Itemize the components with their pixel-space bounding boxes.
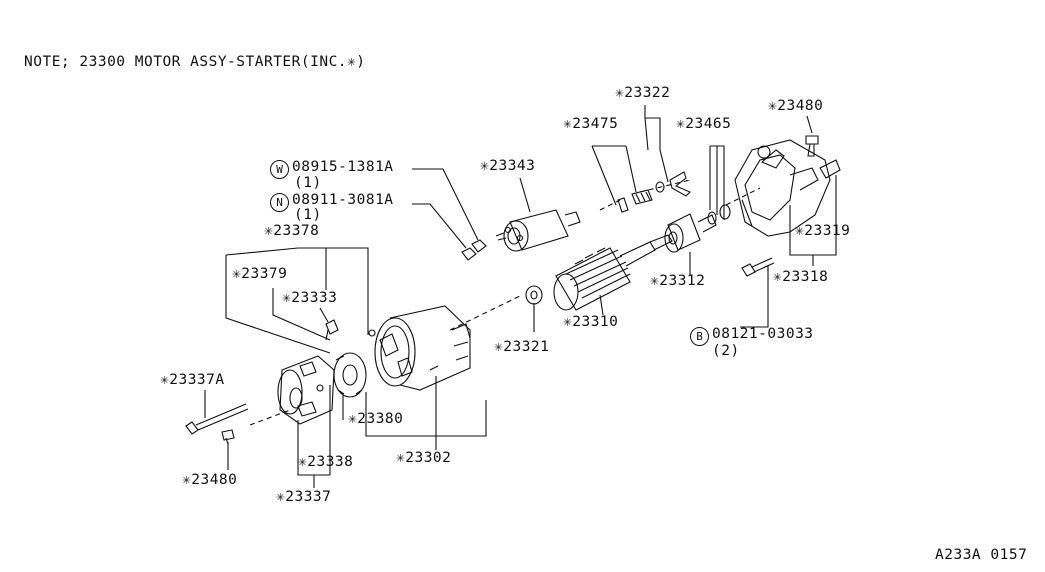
nut-washer-parts	[461, 239, 487, 261]
washer-part	[525, 285, 543, 305]
yoke-part	[368, 305, 471, 391]
label-23321: ✳23321	[494, 339, 550, 355]
w-code-circle: W	[270, 160, 289, 179]
label-b-qty: (2)	[712, 343, 740, 359]
pinion-clutch-part	[664, 204, 731, 253]
label-23338: ✳23338	[298, 454, 354, 470]
diagram-code: A233A 0157	[935, 547, 1028, 563]
long-bolt-part	[185, 403, 249, 435]
label-23480-top: ✳23480	[768, 98, 824, 114]
label-23343: ✳23343	[480, 158, 536, 174]
w-part-number: 08915-1381A	[292, 159, 394, 175]
label-23312: ✳23312	[650, 273, 706, 289]
label-23333: ✳23333	[282, 290, 338, 306]
solenoid-switch-part	[495, 209, 581, 252]
b-part-number: 08121-03033	[712, 326, 814, 342]
label-23319: ✳23319	[795, 223, 851, 239]
label-23337: ✳23337	[276, 489, 332, 505]
label-23310: ✳23310	[563, 314, 619, 330]
label-23378: ✳23378	[264, 223, 320, 239]
b-code-circle: B	[690, 327, 709, 346]
plunger-parts	[617, 171, 691, 213]
note-text: NOTE; 23300 MOTOR ASSY-STARTER(INC.✳)	[24, 54, 366, 70]
label-n-qty: (1)	[294, 207, 322, 223]
brush-part	[325, 319, 339, 341]
label-w-qty: (1)	[294, 175, 322, 191]
rear-cover-part	[277, 355, 335, 425]
leader-lines	[204, 105, 837, 488]
screw-bottom-part	[221, 429, 235, 445]
front-housing-part	[734, 139, 841, 237]
label-23322: ✳23322	[615, 85, 671, 101]
label-23318: ✳23318	[773, 269, 829, 285]
label-23379: ✳23379	[232, 266, 288, 282]
label-23302: ✳23302	[396, 450, 452, 466]
armature-part	[553, 234, 673, 311]
through-bolt-part	[741, 257, 775, 277]
n-part-number: 08911-3081A	[292, 192, 394, 208]
bolt-top-part	[805, 135, 819, 157]
label-23337A: ✳23337A	[160, 372, 225, 388]
label-23465: ✳23465	[676, 116, 732, 132]
label-23380: ✳23380	[348, 411, 404, 427]
label-23480-bottom: ✳23480	[182, 472, 238, 488]
brush-holder-part	[333, 352, 367, 398]
n-code-circle: N	[270, 193, 289, 212]
label-23475: ✳23475	[563, 116, 619, 132]
